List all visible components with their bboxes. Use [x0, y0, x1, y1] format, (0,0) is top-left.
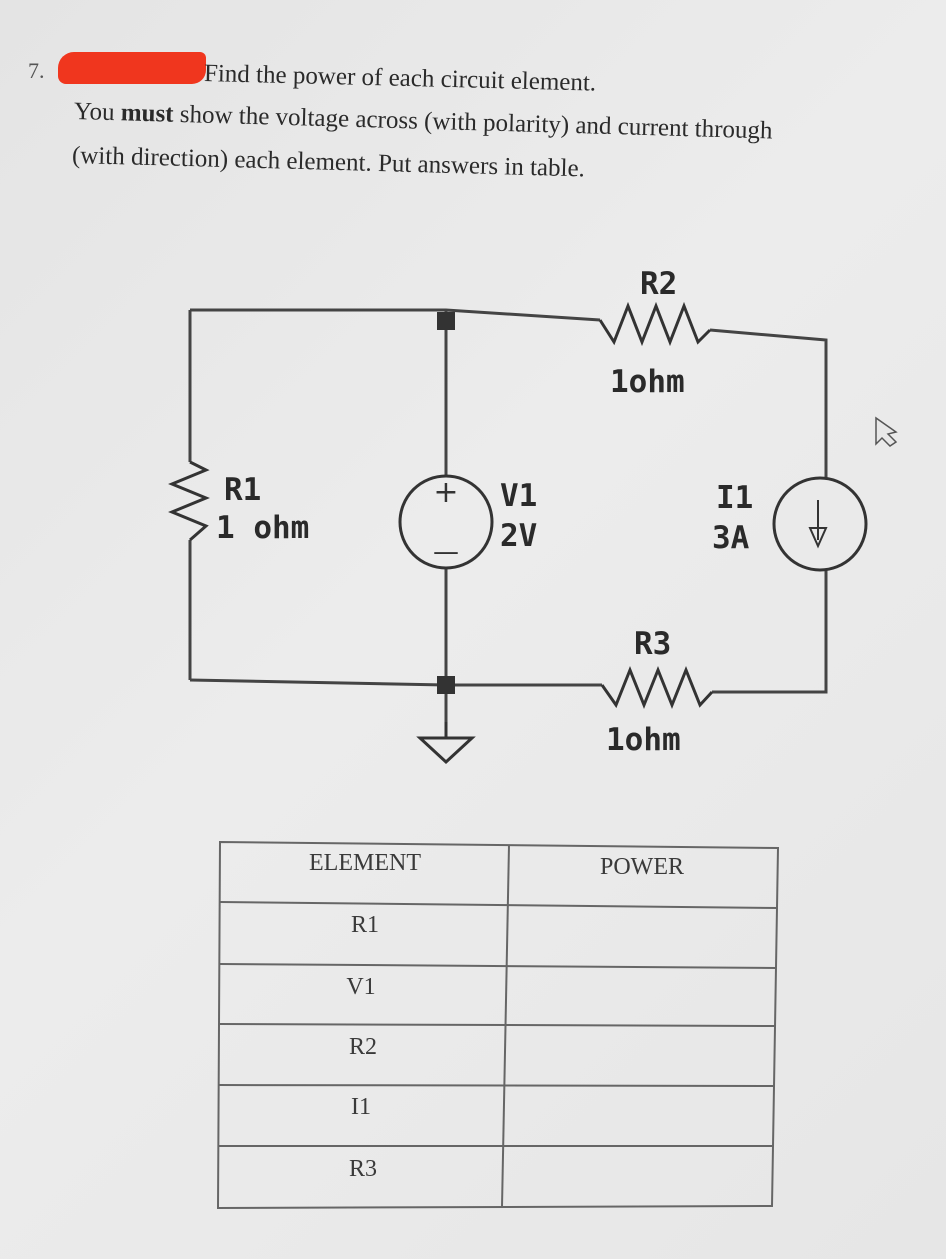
r1-name: R1 — [224, 472, 261, 508]
minus-sign: — — [433, 537, 459, 567]
resistor-r2-symbol — [598, 301, 712, 347]
r1-value: 1 ohm — [216, 510, 309, 546]
current-source-i1 — [772, 476, 868, 572]
table-row: I1 — [351, 1094, 371, 1120]
table-row: V1 — [346, 974, 375, 1000]
header-power: POWER — [600, 854, 684, 880]
plus-sign: + — [433, 475, 458, 510]
table-grid — [216, 840, 780, 1210]
header-element: ELEMENT — [309, 850, 421, 876]
table-row: R3 — [349, 1156, 377, 1182]
resistor-r3-symbol — [600, 665, 714, 710]
arrow-down-icon — [808, 500, 828, 549]
table-row: R2 — [349, 1034, 377, 1060]
r2-name: R2 — [640, 266, 677, 302]
ground-icon — [416, 722, 476, 765]
node-top — [437, 312, 455, 330]
redaction-mark — [58, 52, 206, 84]
answer-table: ELEMENT POWER R1 V1 R2 I1 R3 — [216, 840, 780, 1210]
question-number: 7. — [28, 58, 45, 83]
r3-value: 1ohm — [606, 722, 681, 758]
v1-value: 2V — [500, 518, 537, 554]
r2-value: 1ohm — [610, 364, 685, 400]
mouse-cursor-icon — [875, 416, 898, 447]
v1-name: V1 — [500, 478, 537, 514]
i1-value: 3A — [712, 520, 750, 556]
r3-name: R3 — [634, 626, 671, 662]
i1-name: I1 — [716, 480, 753, 516]
resistor-r1-symbol — [168, 460, 210, 542]
voltage-source-v1: + — — [398, 474, 494, 570]
node-bottom — [437, 676, 455, 694]
table-row: R1 — [351, 912, 379, 938]
